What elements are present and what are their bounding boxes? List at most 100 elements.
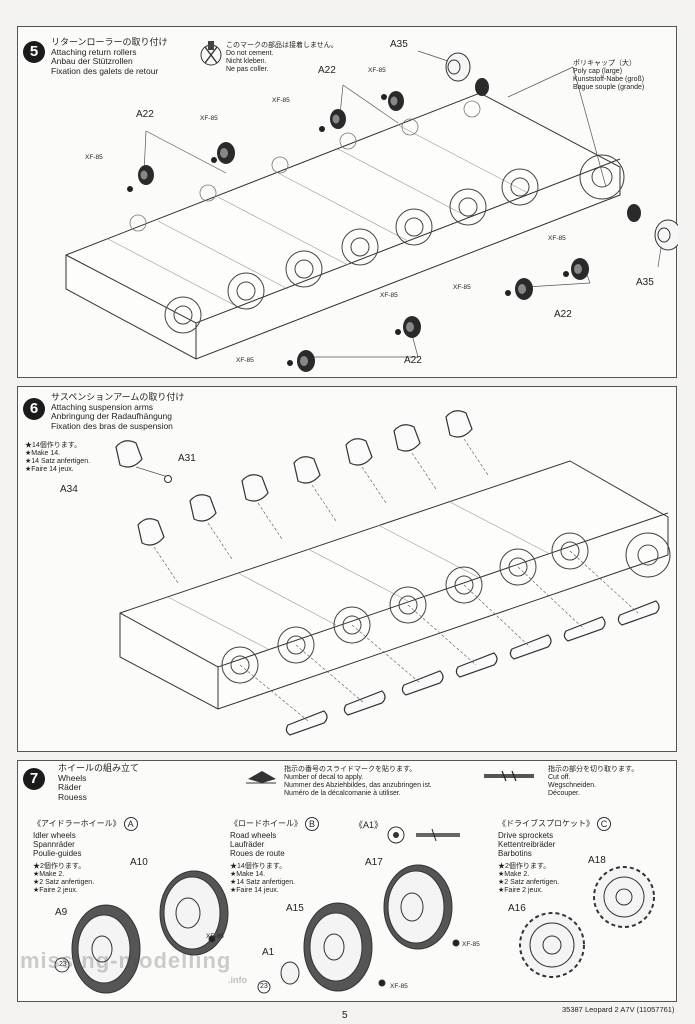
- polycap-fr: Bague souple (grande): [573, 84, 645, 91]
- step-6-title-en: Attaching suspension arms: [51, 401, 154, 412]
- make-jp: ★14個作ります。: [25, 442, 82, 449]
- step-5-title-de: Anbau der Stützrollen: [51, 56, 133, 67]
- step-5-hull-illustration: [65, 41, 678, 372]
- decal-en: Number of decal to apply.: [284, 774, 364, 781]
- no-cement-en: Do not cement.: [226, 50, 274, 57]
- cut-jp: 指示の部分を切り取ります。: [548, 766, 639, 773]
- step-6-title-jp: サスペンションアームの取り付け: [51, 392, 185, 402]
- paint-code: XF-85: [380, 292, 398, 299]
- step-6-hull-illustration: [115, 410, 671, 736]
- make-de: ★14 Satz anfertigen.: [25, 458, 91, 465]
- step-7-title-jp: ホイールの組み立て: [58, 763, 140, 773]
- part-label: A22: [318, 65, 336, 76]
- sprocket-letter: C: [597, 817, 611, 831]
- step-7-panel: 7 ホイールの組み立て Wheels Räder Rouess 指示の番号のスラ…: [17, 760, 677, 1002]
- polycap-en: Poly cap (large): [573, 68, 623, 75]
- part-label: A35: [390, 39, 408, 50]
- step-7-title-de: Räder: [58, 782, 82, 793]
- no-cement-fr: Ne pas coller.: [226, 66, 269, 73]
- idler-make-fr: ★Faire 2 jeux.: [33, 887, 78, 894]
- no-cement-icon: [200, 41, 222, 66]
- road-make: ★14個作ります。 ★Make 14. ★14 Satz anfertigen.…: [230, 863, 319, 895]
- a1-detail-label: 《A1》: [354, 820, 384, 830]
- sprocket-make-jp: ★2個作ります。: [498, 863, 551, 870]
- sprocket-jp: 《ドライブスプロケット》: [498, 819, 594, 829]
- sprocket-section: 《ドライブスプロケット》C Drive sprockets Kettentrei…: [498, 817, 611, 895]
- step-7-title: ホイールの組み立て Wheels Räder Rouess: [58, 763, 140, 802]
- sprocket-de: Kettentreibräder: [498, 840, 556, 849]
- decal-icon: [246, 771, 276, 784]
- paint-code: XF-85: [462, 941, 480, 948]
- idler-make-jp: ★2個作ります。: [33, 863, 86, 870]
- part-label-a31: A31: [178, 453, 196, 464]
- idler-wheel-parts: [54, 870, 229, 994]
- idler-jp: 《アイドラーホイール》: [33, 819, 121, 829]
- idler-make-de: ★2 Satz anfertigen.: [33, 879, 95, 886]
- step-7-title-en: Wheels: [58, 772, 87, 783]
- sprocket-make-de: ★2 Satz anfertigen.: [498, 879, 560, 886]
- cut-en: Cut off.: [548, 774, 571, 781]
- make-en: ★Make 14.: [25, 450, 61, 457]
- paint-code: XF-85: [85, 154, 103, 161]
- decal-number: 23: [59, 961, 67, 968]
- page-number: 5: [342, 1010, 348, 1021]
- part-label: A22: [404, 355, 422, 366]
- step-7-wheels-illustration: [54, 770, 655, 994]
- step-6-title-de: Anbringung der Radaufhängung: [51, 411, 172, 422]
- step-6-number: 6: [23, 398, 45, 420]
- decal-number: 23: [260, 983, 268, 990]
- cut-icon: [484, 770, 534, 782]
- paint-code: XF-85: [272, 97, 290, 104]
- road-section: 《ロードホイール》B Road wheels Laufräder Roues d…: [230, 817, 319, 895]
- paint-code: XF-85: [548, 235, 566, 242]
- road-de: Laufräder: [230, 840, 265, 849]
- footer-product-name: Leopard 2 A7V (11057761): [584, 1005, 675, 1014]
- part-label-a17: A17: [365, 857, 383, 868]
- sprocket-make: ★2個作ります。 ★Make 2. ★2 Satz anfertigen. ★F…: [498, 863, 611, 895]
- part-label: A22: [136, 109, 154, 120]
- step-7-title-fr: Rouess: [58, 791, 87, 802]
- paint-code: XF-85: [206, 933, 224, 940]
- no-cement-jp: このマークの部品は接着しません。: [226, 42, 338, 49]
- hull-wheel-mounts: [221, 532, 671, 684]
- step-5-panel: 5 リターンローラーの取り付け Attaching return rollers…: [17, 26, 678, 378]
- polycap-note: ポリキャップ（大） Poly cap (large) Kunststoff-Na…: [573, 60, 644, 92]
- road-make-de: ★14 Satz anfertigen.: [230, 879, 296, 886]
- idler-make: ★2個作ります。 ★Make 2. ★2 Satz anfertigen. ★F…: [33, 863, 138, 895]
- idler-fr: Poulie-guides: [33, 849, 82, 858]
- part-label: A22: [554, 309, 572, 320]
- suspension-arms-lower: [285, 600, 660, 736]
- road-wheel-parts: [257, 864, 460, 994]
- idler-de: Spannräder: [33, 840, 75, 849]
- a1-detail-sprue: [387, 826, 460, 844]
- paint-code: XF-85: [200, 115, 218, 122]
- road-en: Road wheels: [230, 831, 277, 840]
- decal-jp: 指示の番号のスライドマークを貼ります。: [284, 766, 417, 773]
- road-fr: Roues de route: [230, 849, 285, 858]
- idler-section: 《アイドラーホイール》A Idler wheels Spannräder Pou…: [33, 817, 138, 895]
- sprocket-make-en: ★Make 2.: [498, 871, 530, 878]
- decal-fr: Numéro de la décalcomanie à utiliser.: [284, 790, 401, 797]
- road-make-en: ★Make 14.: [230, 871, 266, 878]
- part-label-a1: A1: [262, 947, 275, 958]
- step-5-title-jp: リターンローラーの取り付け: [51, 37, 168, 47]
- polycap-de: Kunststoff-Nabe (groß): [573, 76, 645, 83]
- part-label: A35: [636, 277, 654, 288]
- sprocket-fr: Barbotins: [498, 849, 532, 858]
- road-letter: B: [305, 817, 319, 831]
- part-label-a10: A10: [130, 857, 148, 868]
- step-5-title-en: Attaching return rollers: [51, 46, 137, 57]
- idler-en: Idler wheels: [33, 831, 76, 840]
- cut-fr: Découper.: [548, 790, 580, 797]
- step-6-title: サスペンションアームの取り付け Attaching suspension arm…: [51, 392, 185, 431]
- watermark-suffix: .info: [228, 975, 247, 985]
- polycap-jp: ポリキャップ（大）: [573, 60, 636, 67]
- idler-letter: A: [123, 817, 138, 831]
- paint-code: XF-85: [236, 357, 254, 364]
- step-5-title-fr: Fixation des galets de retour: [51, 65, 159, 76]
- road-make-jp: ★14個作ります。: [230, 863, 287, 870]
- step-5-number: 5: [23, 41, 45, 63]
- part-label-a16: A16: [508, 903, 526, 914]
- step-7-number: 7: [23, 768, 45, 790]
- part-label-a9: A9: [55, 907, 68, 918]
